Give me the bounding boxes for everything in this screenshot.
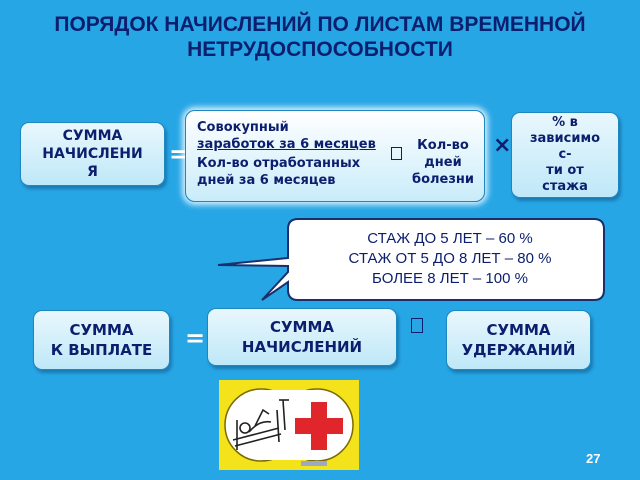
patient-in-bed-icon: [232, 399, 289, 450]
sick-days-line-3: болезни: [412, 172, 474, 187]
sick-days-line-2: дней: [424, 155, 462, 170]
sick-leave-icon: [219, 380, 359, 470]
percent-line-2: зависимо: [529, 131, 601, 146]
formula-box: Совокупный заработок за 6 месяцев Кол-во…: [185, 110, 485, 202]
formula-denominator-2: дней за 6 месяцев: [197, 173, 336, 188]
payout-sum-line-2: К ВЫПЛАТЕ: [50, 341, 153, 359]
percent-box: % в зависимо с- ти от стажа: [511, 112, 619, 198]
accrual-sum-line-2: НАЧИСЛЕНИ: [42, 146, 143, 162]
callout-line-1: СТАЖ ДО 5 ЛЕТ – 60 %: [367, 230, 533, 247]
page-number: 27: [586, 451, 601, 466]
total-accruals-box: СУММА НАЧИСЛЕНИЙ: [207, 308, 397, 366]
accrual-sum-line-1: СУММА: [62, 128, 123, 144]
sick-days-line-1: Кол-во: [417, 138, 469, 153]
payout-sum-box: СУММА К ВЫПЛАТЕ: [33, 310, 170, 370]
equals-sign-2: =: [185, 324, 206, 352]
formula-denominator-1: Кол-во отработанных: [197, 156, 361, 171]
deductions-box: СУММА УДЕРЖАНИЙ: [446, 310, 591, 370]
formula-numerator-2: заработок за 6 месяцев: [197, 137, 376, 152]
callout-line-3: БОЛЕЕ 8 ЛЕТ – 100 %: [372, 270, 528, 287]
multiply-placeholder-icon: [391, 147, 402, 160]
percent-line-1: % в: [552, 115, 578, 130]
percent-line-3: с-: [558, 147, 572, 162]
payout-sum-line-1: СУММА: [69, 321, 134, 339]
multiply-sign: ×: [493, 133, 512, 158]
total-accruals-line-2: НАЧИСЛЕНИЙ: [241, 338, 363, 356]
sick-days-label: Кол-во дней болезни: [408, 137, 478, 188]
minus-placeholder-icon: [411, 318, 423, 333]
accrual-sum-line-3: Я: [87, 164, 98, 180]
accrual-sum-box: СУММА НАЧИСЛЕНИ Я: [20, 122, 165, 186]
red-cross-icon: [295, 402, 343, 450]
experience-callout-text: СТАЖ ДО 5 ЛЕТ – 60 % СТАЖ ОТ 5 ДО 8 ЛЕТ …: [300, 229, 600, 289]
title-line-1: ПОРЯДОК НАЧИСЛЕНИЙ ПО ЛИСТАМ ВРЕМЕННОЙ: [54, 13, 586, 36]
page-title: ПОРЯДОК НАЧИСЛЕНИЙ ПО ЛИСТАМ ВРЕМЕННОЙ Н…: [0, 12, 640, 62]
title-line-2: НЕТРУДОСПОСОБНОСТИ: [187, 38, 453, 61]
callout-line-2: СТАЖ ОТ 5 ДО 8 ЛЕТ – 80 %: [348, 250, 552, 267]
total-accruals-line-1: СУММА: [269, 318, 335, 336]
equals-sign-1: =: [169, 140, 190, 168]
formula-numerator-1: Совокупный: [197, 120, 289, 135]
percent-line-4: ти от: [546, 163, 584, 178]
deductions-line-2: УДЕРЖАНИЙ: [461, 341, 576, 359]
percent-line-5: стажа: [542, 179, 588, 194]
deductions-line-1: СУММА: [486, 321, 551, 339]
